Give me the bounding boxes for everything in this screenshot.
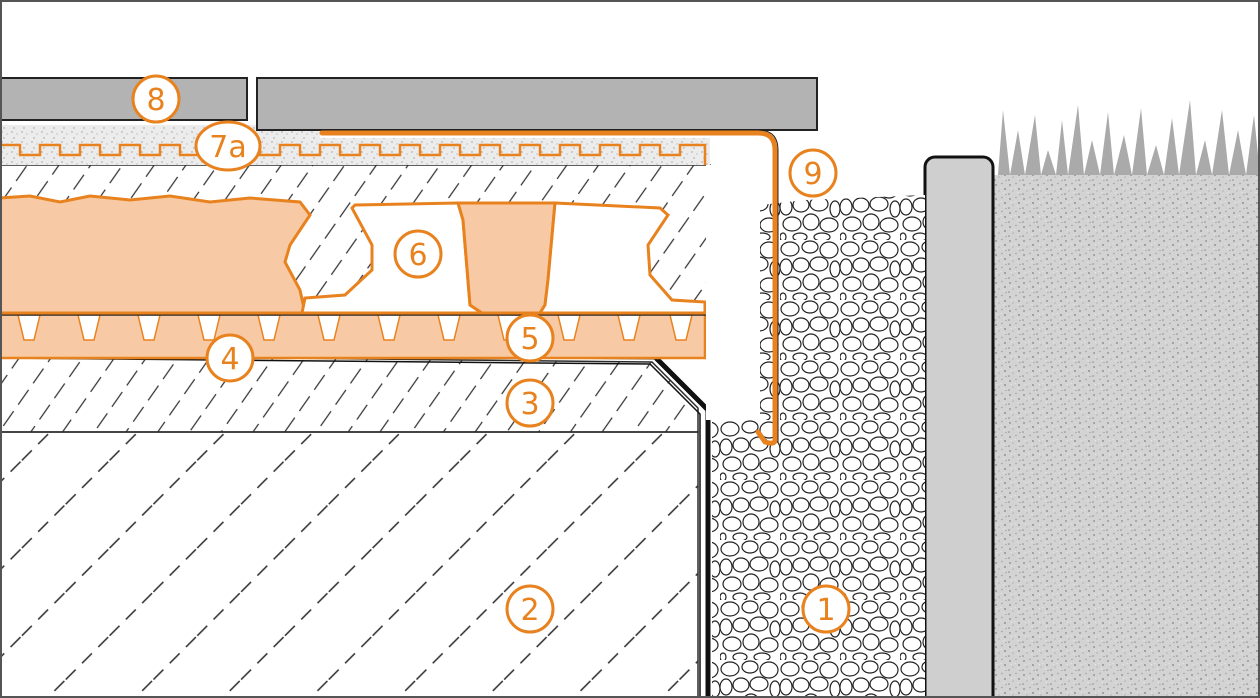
callout-circle <box>505 584 555 634</box>
callout-label: 4 <box>220 342 239 377</box>
thin-bed-mortar-right <box>320 138 710 165</box>
grass <box>998 100 1259 175</box>
callout-label: 8 <box>146 83 165 118</box>
callout-label: 6 <box>408 238 427 273</box>
callout-9: 9 <box>788 148 838 198</box>
callout-7a: 7a <box>194 120 262 172</box>
screed-layer <box>1 354 699 433</box>
callout-label: 9 <box>803 157 822 192</box>
callout-circle <box>194 120 262 172</box>
support-pedestal <box>300 201 487 315</box>
callout-circle <box>505 313 555 363</box>
soil-area <box>992 175 1259 697</box>
callout-circle <box>801 584 851 634</box>
callout-circle <box>505 378 555 428</box>
callout-circle <box>131 74 181 124</box>
callout-circle <box>205 333 255 383</box>
membrane-inner-line <box>1 357 701 697</box>
callout-8: 8 <box>131 74 181 124</box>
callout-label: 2 <box>520 593 539 628</box>
callout-label: 3 <box>520 387 539 422</box>
edge-profile-outline <box>322 129 779 442</box>
uncoupling-membrane <box>1 143 707 165</box>
concrete-slab <box>1 431 699 697</box>
callout-3: 3 <box>505 378 555 428</box>
callout-label: 1 <box>816 593 835 628</box>
edge-profile <box>319 130 778 446</box>
callout-circle <box>788 148 838 198</box>
drainage-mat <box>1 311 707 360</box>
support-pedestal-3 <box>537 201 707 315</box>
callout-label: 7a <box>209 130 246 165</box>
callout-circle <box>393 229 443 279</box>
gravel-fill <box>712 195 925 697</box>
callout-6: 6 <box>393 229 443 279</box>
tile-right <box>256 77 818 131</box>
callout-markers: 1 2 3 4 5 6 7a 8 9 <box>131 74 851 634</box>
edge-void <box>706 165 758 420</box>
tile-left <box>1 77 248 121</box>
support-pedestal-2 <box>455 201 557 315</box>
callout-2: 2 <box>505 584 555 634</box>
callout-1: 1 <box>801 584 851 634</box>
callout-5: 5 <box>505 313 555 363</box>
callout-4: 4 <box>205 333 255 383</box>
drainage-element-left <box>1 194 312 315</box>
callout-label: 5 <box>520 322 539 357</box>
curb-stone <box>923 155 995 697</box>
